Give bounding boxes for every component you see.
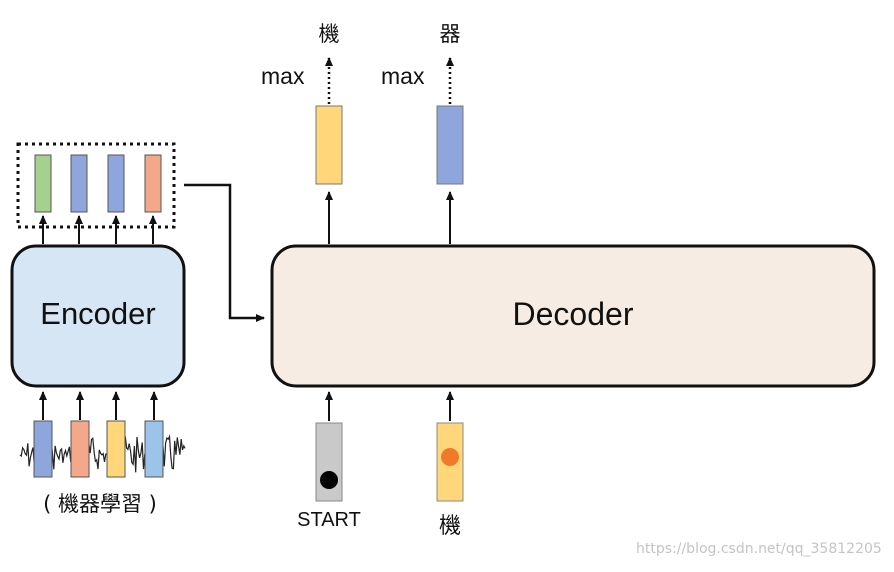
decoder-output-vector: [436, 105, 464, 185]
audio-caption: ( 機器學習 ): [43, 492, 157, 516]
decoder-up-arrows: [325, 191, 454, 244]
encoder-output-vector: [34, 154, 52, 213]
encoder-to-decoder-connector: [184, 183, 265, 322]
encoder-input-vector: [70, 420, 90, 478]
encoder-output-frame: [16, 142, 176, 229]
start-token: [315, 422, 343, 502]
max-label-2: max: [381, 63, 425, 89]
decoder-input-arrows: [325, 391, 454, 421]
output-char-2: 器: [439, 22, 461, 46]
output-char-1: 機: [318, 22, 340, 46]
encoder-input-vector: [33, 420, 53, 478]
encoder-input-vector: [144, 420, 164, 478]
encoder-input-vector: [106, 420, 126, 478]
encoder-up-arrows: [39, 215, 157, 244]
decoder-output-vector: [315, 105, 343, 185]
input-token: [436, 422, 464, 502]
decoder-label: Decoder: [512, 296, 634, 332]
max-label-1: max: [261, 63, 305, 89]
encoder-output-vectors: [34, 154, 162, 213]
encoder-box: [10, 244, 186, 388]
encoder-output-vector: [70, 154, 88, 213]
start-token-dot: [320, 471, 338, 489]
encoder-input-vectors: [33, 420, 164, 478]
input-token-dot: [441, 448, 459, 466]
encoder-label: Encoder: [40, 296, 156, 331]
encoder-input-arrows: [39, 391, 158, 420]
start-label: START: [297, 509, 361, 531]
input-char-label: 機: [438, 514, 461, 539]
decoder-box: [270, 244, 876, 388]
encoder-output-vector: [144, 154, 162, 213]
watermark: https://blog.csdn.net/qq_35812205: [636, 541, 882, 557]
encoder-output-vector: [107, 154, 125, 213]
